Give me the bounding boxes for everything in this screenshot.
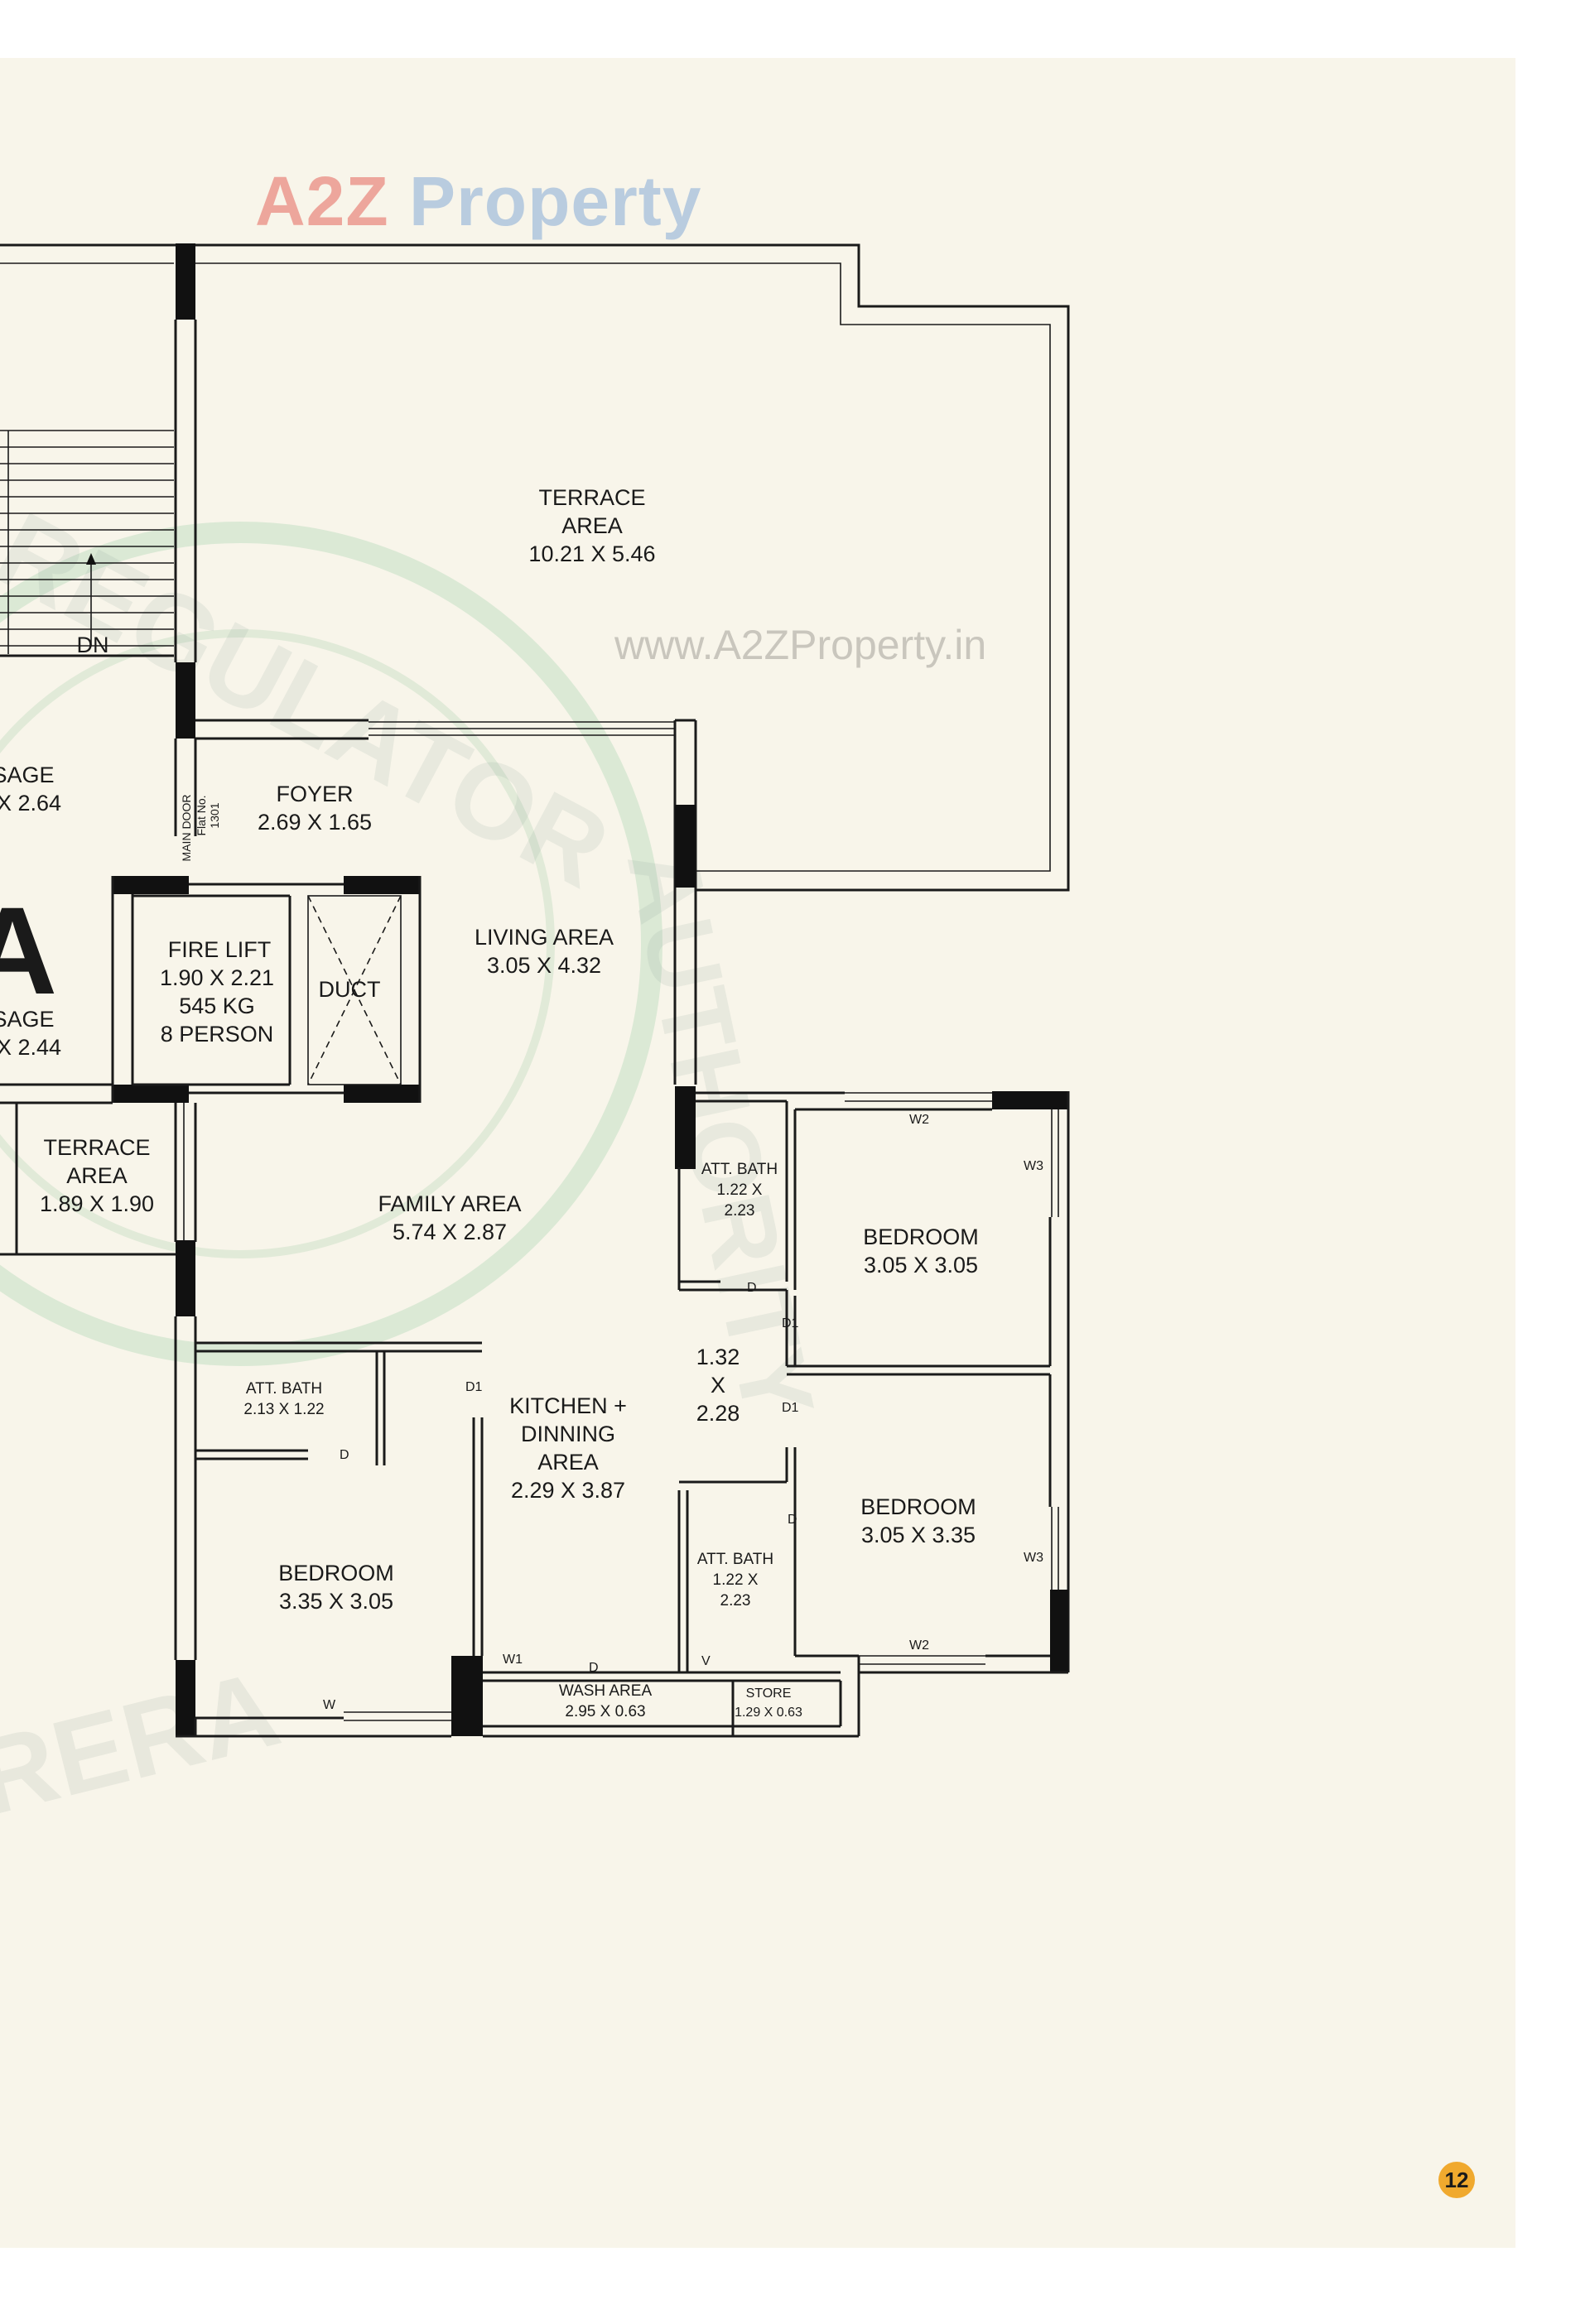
passage-mid-line3: 2.28 (696, 1401, 740, 1426)
terrace-inner-wall (195, 262, 1051, 872)
terrace-main-name2: AREA (561, 513, 623, 538)
kitchen-name3: AREA (537, 1450, 599, 1475)
terrace-small-name: TERRACE (43, 1135, 150, 1160)
kitchen-name: KITCHEN + (509, 1393, 627, 1418)
passage-bottom-size: X 2.44 (0, 1035, 61, 1060)
staircase (0, 430, 174, 654)
tag-w3-bottom: W3 (1024, 1551, 1043, 1565)
main-door-label: MAIN DOOR (180, 795, 193, 862)
main-door-flat-no: 1301 (208, 802, 221, 828)
room-labels: TERRACE AREA 10.21 X 5.46 DN SAGE X 2.64… (0, 485, 1043, 1720)
kitchen-name2: DINNING (521, 1422, 615, 1446)
page-number-badge: 12 (1438, 2162, 1475, 2198)
tag-w2-bottom: W2 (909, 1638, 929, 1653)
passage-mid-line1: 1.32 (696, 1345, 740, 1369)
tag-d-bath1: D (747, 1281, 757, 1295)
terrace-small-size: 1.89 X 1.90 (40, 1191, 154, 1216)
tag-w-bed3: W (323, 1698, 336, 1712)
foyer-size: 2.69 X 1.65 (258, 810, 372, 835)
att-bath-1-name: ATT. BATH (701, 1161, 778, 1178)
terrace-outer-wall (182, 243, 1070, 892)
att-bath-2-name: ATT. BATH (246, 1380, 322, 1398)
tag-w3-top: W3 (1024, 1159, 1043, 1173)
wing-letter: A (0, 881, 57, 1020)
bedroom-3-size: 3.35 X 3.05 (279, 1589, 393, 1614)
passage-top-size: X 2.64 (0, 791, 61, 816)
bedroom-3-name: BEDROOM (278, 1561, 394, 1585)
rera-seal-inner-ring (0, 629, 555, 1258)
terrace-small-name2: AREA (66, 1163, 128, 1188)
passage-mid-line2: X (711, 1373, 725, 1398)
passage-top-name: SAGE (0, 763, 55, 787)
wash-name: WASH AREA (559, 1682, 653, 1700)
bedroom-2-name: BEDROOM (860, 1494, 976, 1519)
foyer-name: FOYER (276, 782, 353, 806)
tag-w2-top: W2 (909, 1113, 929, 1127)
kitchen-size: 2.29 X 3.87 (511, 1478, 625, 1503)
floor-plan-sheet: REGULATOR AUTHORITY RERA A2Z Property (0, 58, 1515, 2248)
stair-arrow-icon (86, 553, 96, 565)
fire-lift-size: 1.90 X 2.21 (160, 965, 274, 990)
bedroom-1-name: BEDROOM (863, 1225, 979, 1249)
store-size: 1.29 X 0.63 (735, 1706, 802, 1720)
fire-lift-persons: 8 PERSON (161, 1022, 274, 1047)
living-name: LIVING AREA (475, 925, 614, 950)
tag-v: V (701, 1654, 711, 1668)
logo-property: Property (409, 162, 702, 240)
tag-w1: W1 (503, 1653, 523, 1667)
a2z-logo-watermark: A2Z Property (255, 161, 701, 242)
tag-d-bath2: D (340, 1448, 349, 1462)
family-name: FAMILY AREA (378, 1191, 521, 1216)
bedroom-1-size: 3.05 X 3.05 (864, 1253, 978, 1277)
tag-d-bath3: D (788, 1513, 797, 1527)
att-bath-3-size: 1.22 X (713, 1571, 759, 1589)
floor-plan-drawing (0, 243, 1070, 1738)
logo-a2z: A2Z (255, 162, 389, 240)
living-size: 3.05 X 4.32 (487, 953, 601, 978)
att-bath-3-name: ATT. BATH (697, 1551, 773, 1568)
terrace-main-name: TERRACE (538, 485, 645, 510)
tag-d-wash: D (589, 1661, 599, 1675)
fire-lift-load: 545 KG (179, 994, 255, 1018)
main-door-flat: Flat No. (195, 795, 208, 835)
tag-d1-kitchen: D1 (465, 1380, 483, 1394)
family-size: 5.74 X 2.87 (393, 1220, 507, 1244)
att-bath-1-size2: 2.23 (725, 1202, 755, 1220)
bedroom-2-size: 3.05 X 3.35 (861, 1523, 976, 1547)
att-bath-2-size: 2.13 X 1.22 (243, 1401, 324, 1418)
att-bath-1-size: 1.22 X (717, 1181, 763, 1199)
fire-lift-name: FIRE LIFT (168, 937, 272, 962)
website-watermark: www.A2ZProperty.in (614, 622, 987, 668)
store-name: STORE (746, 1686, 792, 1701)
duct-name: DUCT (319, 977, 381, 1002)
tag-d1-bed2: D1 (782, 1401, 799, 1415)
att-bath-3-size2: 2.23 (720, 1592, 751, 1609)
stairs-label: DN (77, 633, 109, 657)
terrace-main-size: 10.21 X 5.46 (528, 541, 655, 566)
passage-bottom-name: SAGE (0, 1007, 55, 1032)
wash-size: 2.95 X 0.63 (565, 1703, 645, 1720)
tag-d1-bed1: D1 (782, 1316, 799, 1330)
